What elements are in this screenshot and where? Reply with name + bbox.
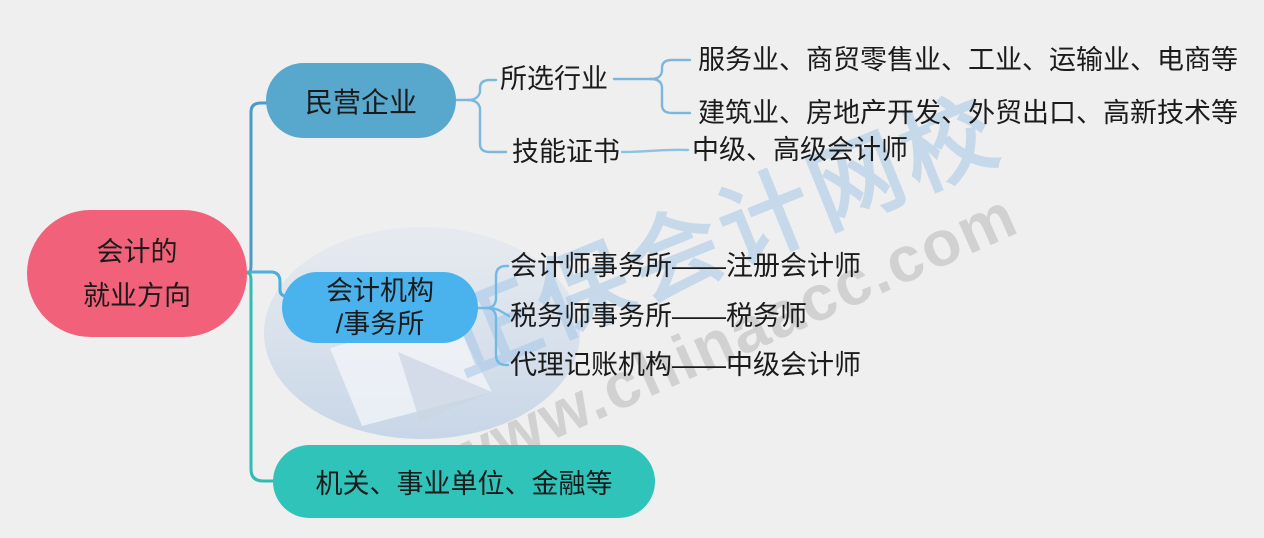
branch-agency-node[interactable]: 会计机构 /事务所 bbox=[282, 272, 478, 343]
node-industry-label[interactable]: 所选行业 bbox=[500, 64, 608, 94]
node-agency-row1[interactable]: 会计师事务所——注册会计师 bbox=[510, 251, 861, 281]
node-certificate-label[interactable]: 技能证书 bbox=[512, 137, 620, 167]
node-agency-row2[interactable]: 税务师事务所——税务师 bbox=[510, 301, 807, 331]
node-industry-line1[interactable]: 服务业、商贸零售业、工业、运输业、电商等 bbox=[698, 45, 1238, 75]
root-node[interactable]: 会计的 就业方向 bbox=[27, 210, 247, 337]
connector-root-to-government bbox=[244, 271, 278, 483]
connector-industry-line1 bbox=[649, 58, 692, 81]
connector-private-to-industry bbox=[466, 78, 498, 102]
connector-certificate-line bbox=[620, 148, 690, 154]
branch-private-label: 民营企业 bbox=[304, 86, 417, 118]
node-industry-line2[interactable]: 建筑业、房地产开发、外贸出口、高新技术等 bbox=[698, 98, 1238, 128]
root-label-line2: 就业方向 bbox=[83, 280, 191, 311]
branch-agency-label-line2: /事务所 bbox=[335, 308, 425, 339]
connector-private-to-certificate bbox=[466, 98, 508, 154]
branch-agency-label-line1: 会计机构 bbox=[326, 275, 434, 306]
connector-root-to-agency bbox=[244, 270, 287, 298]
branch-government-node[interactable]: 机关、事业单位、金融等 bbox=[273, 445, 655, 518]
node-certificate-value[interactable]: 中级、高级会计师 bbox=[692, 135, 908, 165]
branch-government-label: 机关、事业单位、金融等 bbox=[315, 469, 613, 499]
connector-root-to-private bbox=[244, 101, 270, 275]
node-agency-row3[interactable]: 代理记账机构——中级会计师 bbox=[510, 350, 861, 380]
branch-private-node[interactable]: 民营企业 bbox=[266, 63, 456, 138]
watermark-paper-fold bbox=[398, 352, 492, 422]
connector-industry-line2 bbox=[649, 77, 692, 115]
root-label-line1: 会计的 bbox=[96, 236, 178, 267]
connector-agency-row1 bbox=[485, 264, 510, 310]
connector-agency-row3 bbox=[485, 306, 510, 367]
